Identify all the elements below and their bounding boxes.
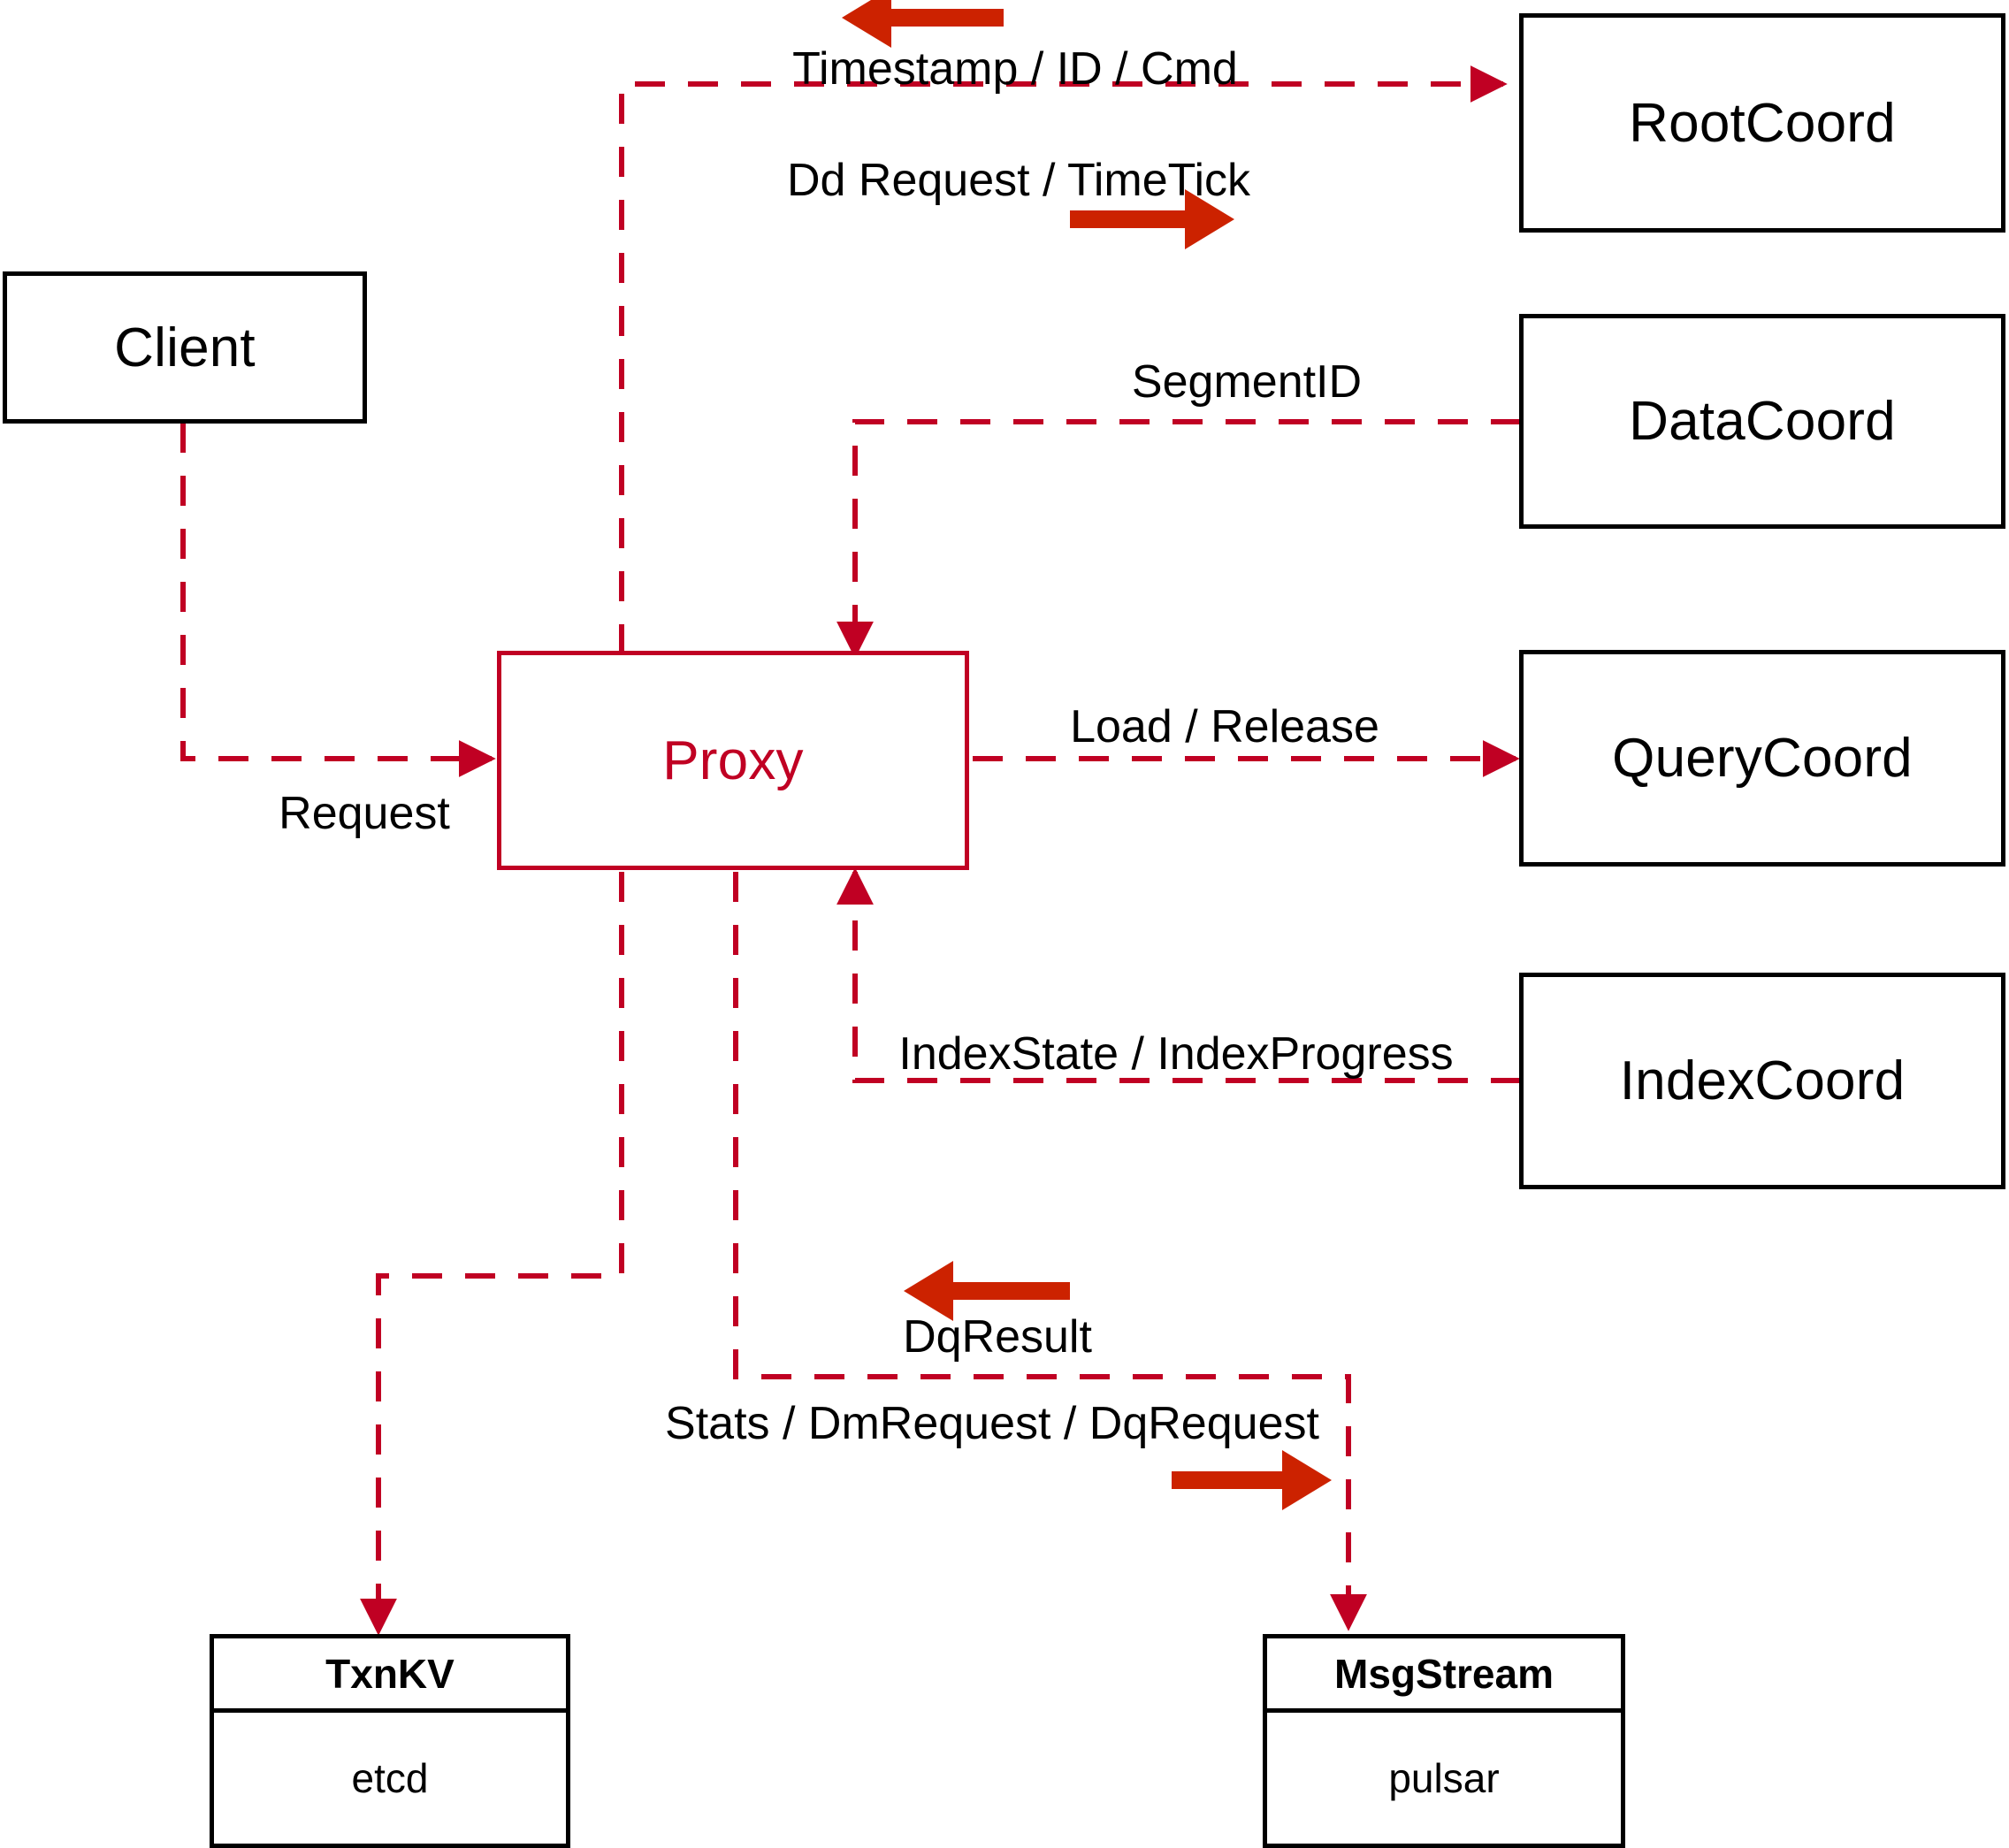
node-txnkv-title: TxnKV [214,1638,566,1713]
node-txnkv-impl: etcd [351,1755,429,1801]
edge-label-dd-request-timetick: Dd Request / TimeTick [786,155,1251,206]
node-msgstream-impl: pulsar [1388,1755,1500,1801]
edge-label-stats-dm-dq-request: Stats / DmRequest / DqRequest [665,1398,1319,1449]
node-querycoord[interactable]: QueryCoord [1519,650,2005,867]
node-proxy-label: Proxy [662,729,804,791]
node-querycoord-label: QueryCoord [1612,728,1913,789]
edge-proxy-to-txnkv [360,872,624,1636]
timestamp-id-cmd-direction-arrow-head [842,0,891,48]
node-rootcoord-label: RootCoord [1629,92,1896,154]
stats-dm-dq-request-direction-arrow-head [1282,1450,1332,1510]
edge-label-request: Request [279,788,450,839]
dd-request-timetick-direction-arrow-head [1185,189,1234,249]
dq-result-direction-arrow-head [904,1261,953,1321]
edge-label-dq-result: DqResult [903,1311,1092,1363]
node-indexcoord-label: IndexCoord [1619,1050,1906,1111]
node-indexcoord[interactable]: IndexCoord [1519,973,2005,1189]
node-proxy[interactable]: Proxy [497,651,969,870]
edge-datacoord-to-proxy [836,419,1521,659]
edge-indexcoord-to-proxy [836,867,1521,1083]
edge-label-timestamp-id-cmd: Timestamp / ID / Cmd [792,43,1238,95]
node-rootcoord[interactable]: RootCoord [1519,13,2005,233]
edge-label-index-state-progress: IndexState / IndexProgress [898,1028,1454,1080]
edge-label-load-release: Load / Release [1070,701,1379,752]
edge-client-to-proxy [180,423,496,777]
node-client[interactable]: Client [3,271,367,424]
node-msgstream-title: MsgStream [1267,1638,1621,1713]
edge-label-segment-id: SegmentID [1131,356,1363,408]
node-msgstream[interactable]: MsgStream pulsar [1263,1634,1625,1848]
node-datacoord-label: DataCoord [1629,391,1896,452]
node-datacoord[interactable]: DataCoord [1519,314,2005,529]
node-txnkv[interactable]: TxnKV etcd [210,1634,570,1848]
edge-proxy-msgstream [733,872,1367,1631]
node-client-label: Client [114,317,256,378]
